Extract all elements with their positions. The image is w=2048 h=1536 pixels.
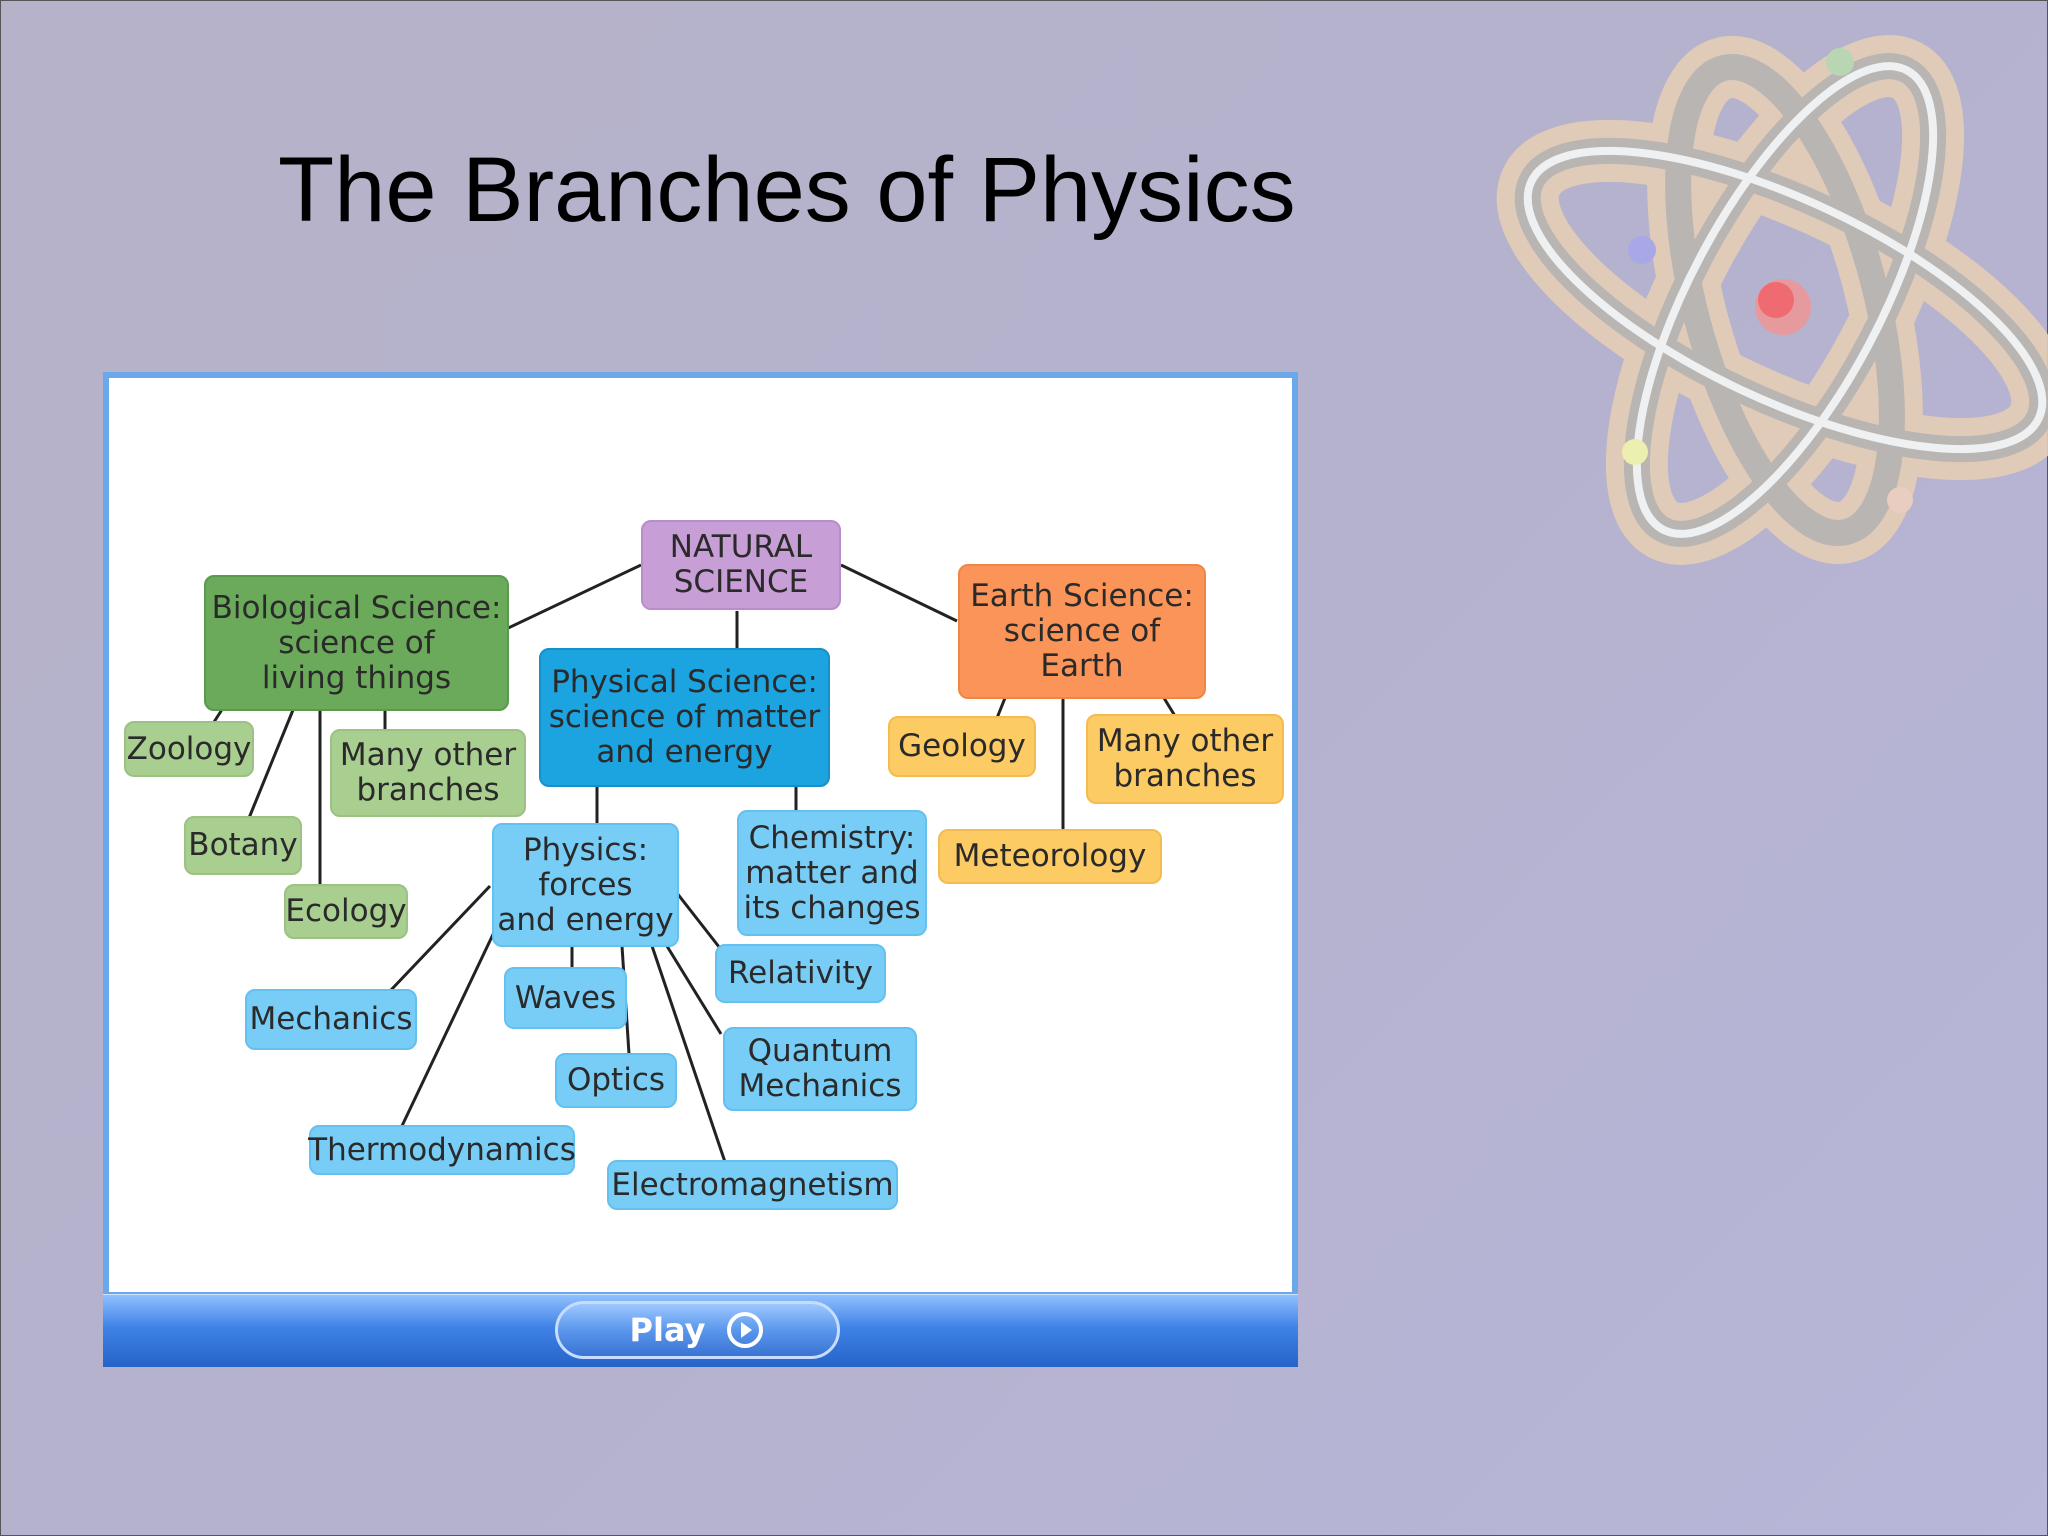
node-earth-other-branches: Many other branches (1086, 714, 1284, 804)
node-botany: Botany (184, 816, 302, 875)
node-mechanics: Mechanics (245, 989, 417, 1050)
node-earth-science: Earth Science: science of Earth (958, 564, 1206, 699)
atom-icon (1496, 35, 2048, 565)
node-electromagnetism: Electromagnetism (607, 1160, 898, 1210)
node-geology: Geology (888, 716, 1036, 777)
node-thermodynamics: Thermodynamics (308, 1125, 576, 1175)
node-optics: Optics (555, 1053, 677, 1108)
node-relativity: Relativity (715, 944, 886, 1003)
node-chemistry: Chemistry: matter and its changes (737, 810, 927, 936)
node-zoology: Zoology (124, 721, 254, 777)
play-circle-icon (727, 1312, 764, 1348)
node-meteorology: Meteorology (938, 829, 1162, 884)
player-control-bar: Play (103, 1294, 1298, 1367)
play-button-label: Play (629, 1311, 706, 1349)
concept-map: NATURAL SCIENCE Biological Science: scie… (109, 378, 1292, 1292)
node-ecology: Ecology (284, 884, 408, 939)
connector-lines (212, 563, 1177, 1163)
node-bio-other-branches: Many other branches (330, 729, 526, 817)
node-quantum-mechanics: Quantum Mechanics (723, 1027, 917, 1111)
node-waves: Waves (504, 967, 627, 1029)
video-screen: NATURAL SCIENCE Biological Science: scie… (103, 372, 1298, 1298)
node-physical-science: Physical Science: science of matter and … (539, 648, 830, 787)
node-physics: Physics: forces and energy (492, 823, 679, 947)
slide-title: The Branches of Physics (278, 139, 1296, 241)
play-button[interactable]: Play (555, 1301, 840, 1359)
node-natural-science: NATURAL SCIENCE (641, 520, 841, 610)
video-player: NATURAL SCIENCE Biological Science: scie… (103, 372, 1298, 1367)
node-biological-science: Biological Science: science of living th… (204, 575, 509, 711)
